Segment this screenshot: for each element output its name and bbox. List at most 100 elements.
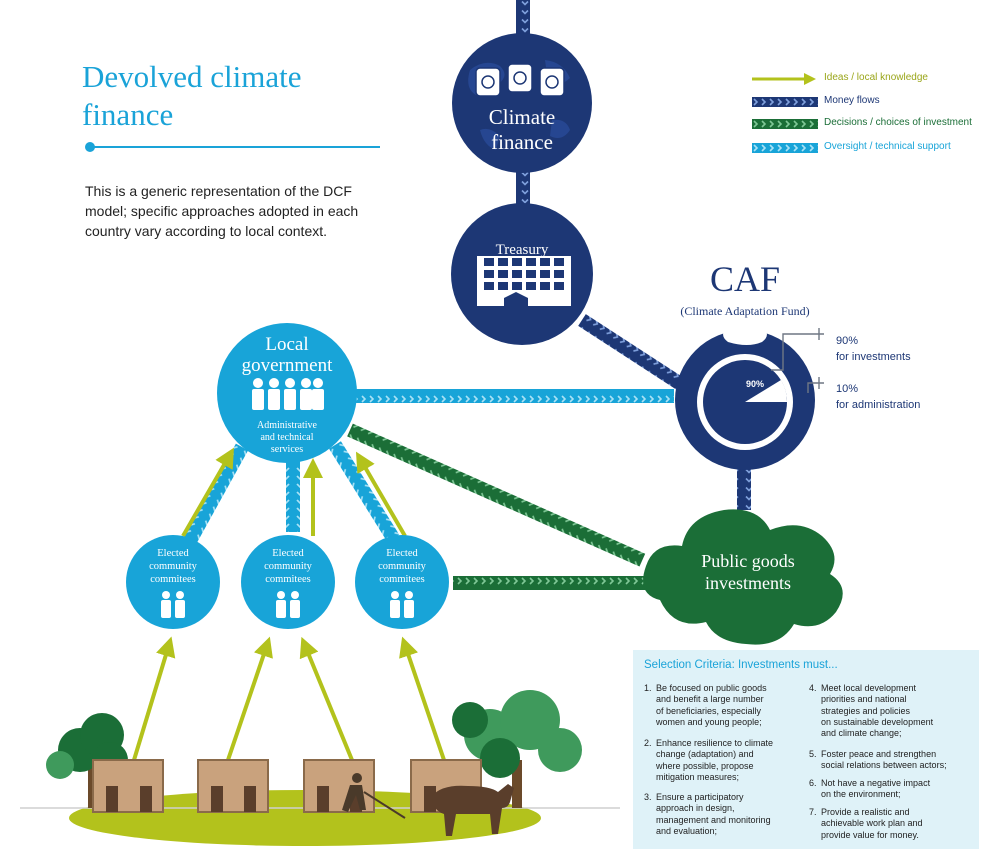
- criteria-item-line: priorities and national: [821, 694, 907, 705]
- criteria-item-number: 3.: [644, 792, 652, 802]
- intro-line-3: country vary according to local context.: [85, 223, 328, 239]
- ideas-village-to-committee-1: [132, 636, 176, 761]
- criteria-item-line: Meet local development: [821, 683, 917, 693]
- criteria-item-line: management and monitoring: [656, 814, 771, 825]
- hut-icon-1: [92, 759, 164, 813]
- committee-node-2: Elected community commitees: [241, 535, 335, 629]
- criteria-item-line: change (adaptation) and: [656, 749, 754, 760]
- ideas-village-to-committee-2b: [299, 636, 354, 761]
- title-line-1: Devolved climate: [82, 59, 302, 94]
- callout-invest-text: for investments: [836, 351, 911, 363]
- criteria-item-line: strategies and policies: [821, 705, 911, 716]
- criteria-item-number: 6.: [809, 778, 817, 788]
- local-government-sub-1: Administrative: [257, 420, 318, 431]
- ideas-village-to-committee-2a: [226, 636, 273, 761]
- climate-finance-label-2: finance: [491, 130, 553, 154]
- title-line-2: finance: [82, 97, 174, 132]
- cash-icon: [475, 63, 565, 97]
- committee-2-label-1: Elected: [272, 548, 304, 559]
- legend-label-money: Money flows: [824, 95, 880, 106]
- flow-local-government-to-public-goods: [347, 423, 646, 567]
- flow-treasury-to-caf: [578, 314, 695, 397]
- ideas-committee-1-to-government: [181, 447, 234, 537]
- flow-oversight-committee-3: [329, 441, 400, 542]
- treasury-node: Treasury: [451, 203, 593, 345]
- title-rule: [90, 146, 380, 148]
- flow-oversight-committee-2: [286, 466, 300, 532]
- caf-subtitle: (Climate Adaptation Fund): [680, 304, 809, 318]
- flow-caf-local-government: [352, 389, 674, 403]
- criteria-item-line: Not have a negative impact: [821, 778, 931, 788]
- cyan-chevron-arrow-icon: [752, 143, 818, 153]
- criteria-item-line: achievable work plan and: [821, 818, 923, 829]
- title-rule-dot: [85, 142, 95, 152]
- committee-3-label-3: commitees: [379, 574, 425, 585]
- local-government-sub-2: and technical: [260, 432, 313, 443]
- callout-invest-pct: 90%: [836, 335, 858, 347]
- public-goods-label-2: investments: [705, 573, 791, 593]
- climate-finance-label-1: Climate: [489, 105, 556, 129]
- caf-pie-admin-label: 10%: [762, 402, 780, 412]
- criteria-item-line: women and young people;: [656, 716, 762, 727]
- intro-text: This is a generic representation of the …: [85, 181, 385, 241]
- selection-criteria-box: Selection Criteria: Investments must... …: [633, 650, 979, 849]
- legend-item-money: Money flows: [752, 95, 992, 111]
- flow-top-to-climate-finance: [516, 0, 530, 36]
- criteria-item-number: 1.: [644, 683, 652, 693]
- legend-item-ideas: Ideas / local knowledge: [752, 72, 992, 88]
- callout-admin-text: for administration: [836, 399, 920, 411]
- local-government-label-1: Local: [265, 334, 308, 355]
- criteria-item-number: 5.: [809, 749, 817, 759]
- selection-criteria-title: Selection Criteria: Investments must...: [644, 659, 838, 671]
- criteria-item-line: Foster peace and strengthen: [821, 749, 937, 759]
- tree-right-icon: [452, 690, 582, 808]
- callout-invest-line: [771, 328, 824, 371]
- people-pair-icon: [276, 591, 300, 618]
- criteria-item-line: Provide a realistic and: [821, 807, 910, 817]
- criteria-item-number: 7.: [809, 807, 817, 817]
- public-goods-node: Public goods investments: [643, 509, 843, 645]
- local-government-node: Local government Administrative and tech…: [217, 323, 357, 463]
- people-pair-icon: [161, 591, 185, 618]
- building-icon: [477, 240, 571, 306]
- flow-caf-to-public-goods: [737, 466, 751, 510]
- climate-finance-node: Climate finance: [452, 33, 592, 173]
- criteria-item-number: 2.: [644, 738, 652, 748]
- page-title: Devolved climate finance: [82, 58, 402, 134]
- flow-committee-3-to-public-goods: [453, 576, 653, 590]
- callout-admin-line: [807, 377, 824, 393]
- treasury-label: Treasury: [496, 242, 549, 258]
- people-group-icon: [252, 378, 324, 410]
- criteria-item-line: and evaluation;: [656, 825, 718, 836]
- public-goods-label-1: Public goods: [701, 551, 795, 571]
- hut-icon-2: [197, 759, 269, 813]
- criteria-item-line: on the environment;: [821, 789, 901, 800]
- committee-1-label-3: commitees: [150, 574, 196, 585]
- caf-node: 90% 10%: [675, 327, 815, 470]
- legend-label-ideas: Ideas / local knowledge: [824, 72, 928, 83]
- local-government-label-2: government: [242, 355, 333, 376]
- criteria-item-line: mitigation measures;: [656, 771, 740, 782]
- legend-item-decisions: Decisions / choices of investment: [752, 117, 992, 133]
- money-bag-icon: [697, 327, 793, 450]
- people-pair-icon: [390, 591, 414, 618]
- legend-item-oversight: Oversight / technical support: [752, 141, 992, 157]
- committee-3-label-2: community: [378, 561, 427, 572]
- navy-chevron-arrow-icon: [752, 97, 818, 107]
- committee-node-3: Elected community commitees: [355, 535, 449, 629]
- criteria-item-line: social relations between actors;: [821, 760, 947, 771]
- committee-2-label-3: commitees: [265, 574, 311, 585]
- committee-1-label-1: Elected: [157, 548, 189, 559]
- legend-label-decisions: Decisions / choices of investment: [824, 117, 972, 128]
- legend-label-oversight: Oversight / technical support: [824, 141, 951, 152]
- intro-line-2: model; specific approaches adopted in ea…: [85, 203, 359, 219]
- ox-icon: [432, 784, 514, 836]
- ideas-committee-3-to-government: [355, 451, 407, 538]
- ideas-village-to-committee-3: [399, 636, 446, 761]
